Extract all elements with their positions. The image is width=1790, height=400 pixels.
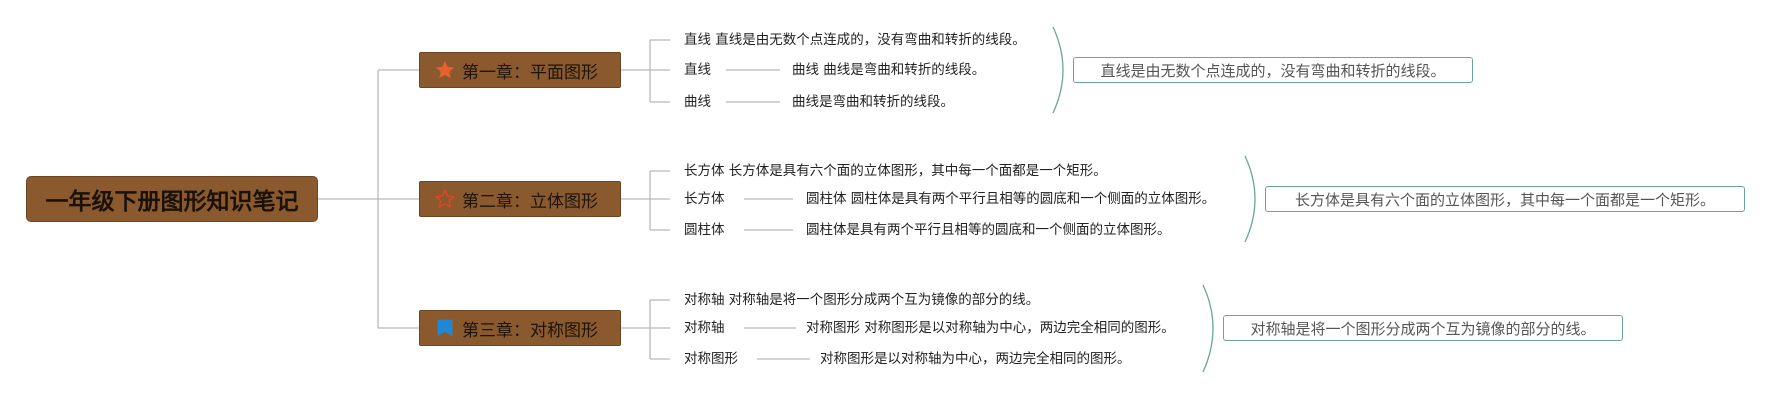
star-outline-icon	[435, 189, 455, 208]
chapter-3-item-1[interactable]: 对称轴 对称轴是将一个图形分成两个互为镜像的部分的线。	[684, 292, 1040, 308]
star-icon	[435, 60, 455, 79]
chapter-1-item-1[interactable]: 直线 直线是由无数个点连成的，没有弯曲和转折的线段。	[684, 32, 1026, 48]
chapter-2-item-3-detail[interactable]: 圆柱体是具有两个平行且相等的圆底和一个侧面的立体图形。	[806, 222, 1171, 238]
chapter-1-item-2-term[interactable]: 直线	[684, 62, 711, 78]
chapter-1-item-2-detail[interactable]: 曲线 曲线是弯曲和转折的线段。	[792, 62, 986, 78]
chapter-2-title: 第二章：立体图形	[462, 191, 598, 212]
chapter-3-item-3-detail[interactable]: 对称图形是以对称轴为中心，两边完全相同的图形。	[820, 351, 1131, 367]
chapter-2-item-1[interactable]: 长方体 长方体是具有六个面的立体图形，其中每一个面都是一个矩形。	[684, 163, 1107, 179]
flag-icon	[437, 319, 453, 337]
chapter-1-summary[interactable]: 直线是由无数个点连成的，没有弯曲和转折的线段。	[1073, 57, 1473, 83]
chapter-3-item-3-term[interactable]: 对称图形	[684, 351, 738, 367]
chapter-3-item-2-detail[interactable]: 对称图形 对称图形是以对称轴为中心，两边完全相同的图形。	[806, 320, 1175, 336]
chapter-1-item-3-detail[interactable]: 曲线是弯曲和转折的线段。	[792, 94, 954, 110]
chapter-2-item-2-detail[interactable]: 圆柱体 圆柱体是具有两个平行且相等的圆底和一个侧面的立体图形。	[806, 191, 1216, 207]
chapter-3-title: 第三章：对称图形	[462, 320, 598, 341]
central-topic[interactable]: 一年级下册图形知识笔记	[26, 176, 318, 222]
chapter-2-node[interactable]: 第二章：立体图形	[419, 181, 621, 217]
chapter-1-node[interactable]: 第一章：平面图形	[419, 52, 621, 88]
chapter-2-summary[interactable]: 长方体是具有六个面的立体图形，其中每一个面都是一个矩形。	[1265, 186, 1745, 212]
chapter-1-title: 第一章：平面图形	[462, 62, 598, 83]
chapter-2-item-2-term[interactable]: 长方体	[684, 191, 725, 207]
chapter-2-item-3-term[interactable]: 圆柱体	[684, 222, 725, 238]
chapter-3-item-2-term[interactable]: 对称轴	[684, 320, 725, 336]
chapter-3-node[interactable]: 第三章：对称图形	[419, 310, 621, 346]
chapter-3-summary[interactable]: 对称轴是将一个图形分成两个互为镜像的部分的线。	[1223, 315, 1623, 341]
chapter-1-item-3-term[interactable]: 曲线	[684, 94, 711, 110]
